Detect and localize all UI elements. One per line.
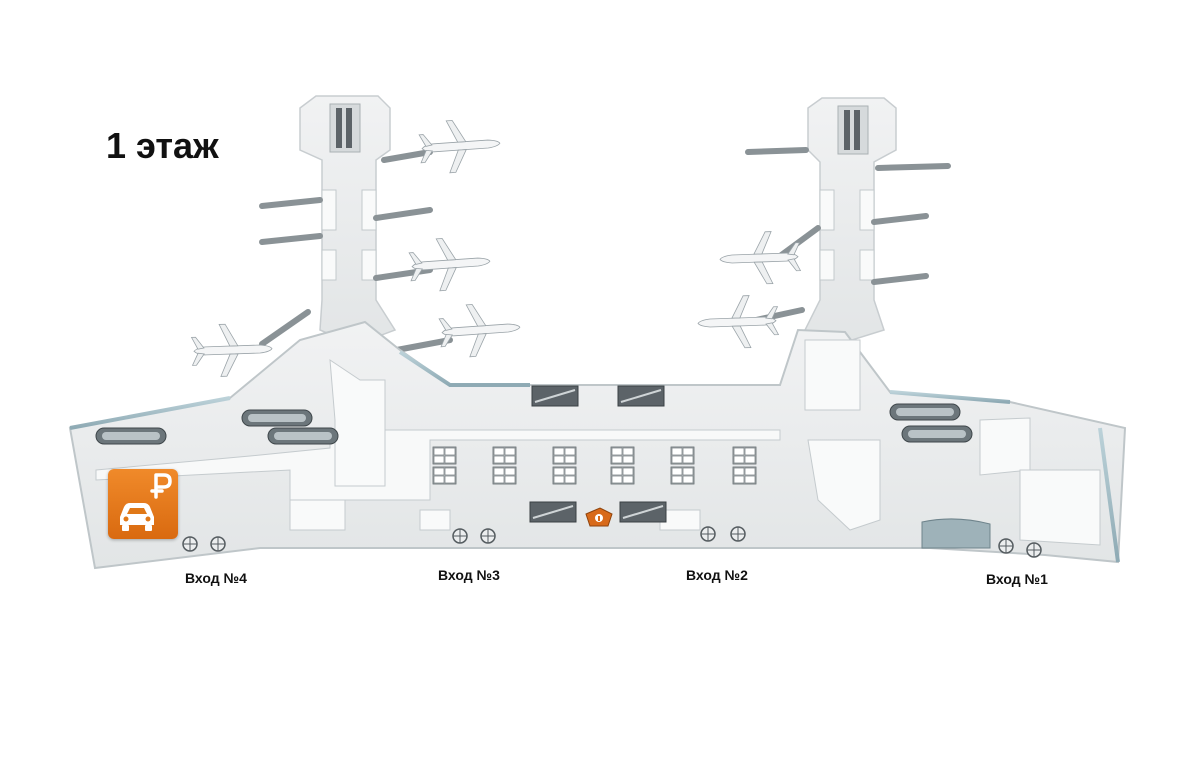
car-parking-paid-icon bbox=[120, 473, 172, 531]
left-pier bbox=[259, 95, 453, 355]
floor-title: 1 этаж bbox=[106, 125, 219, 166]
parking-badge[interactable] bbox=[108, 469, 178, 539]
right-pier bbox=[745, 97, 951, 346]
entrance-label-1[interactable]: Вход №1 bbox=[986, 571, 1048, 587]
entrance-label-3[interactable]: Вход №3 bbox=[438, 567, 500, 583]
entrance-label-2[interactable]: Вход №2 bbox=[686, 567, 748, 583]
info-desk-icon[interactable] bbox=[585, 507, 613, 527]
main-terminal bbox=[68, 320, 1127, 570]
airplane-icon bbox=[190, 116, 802, 378]
entrance-label-4[interactable]: Вход №4 bbox=[185, 570, 247, 586]
